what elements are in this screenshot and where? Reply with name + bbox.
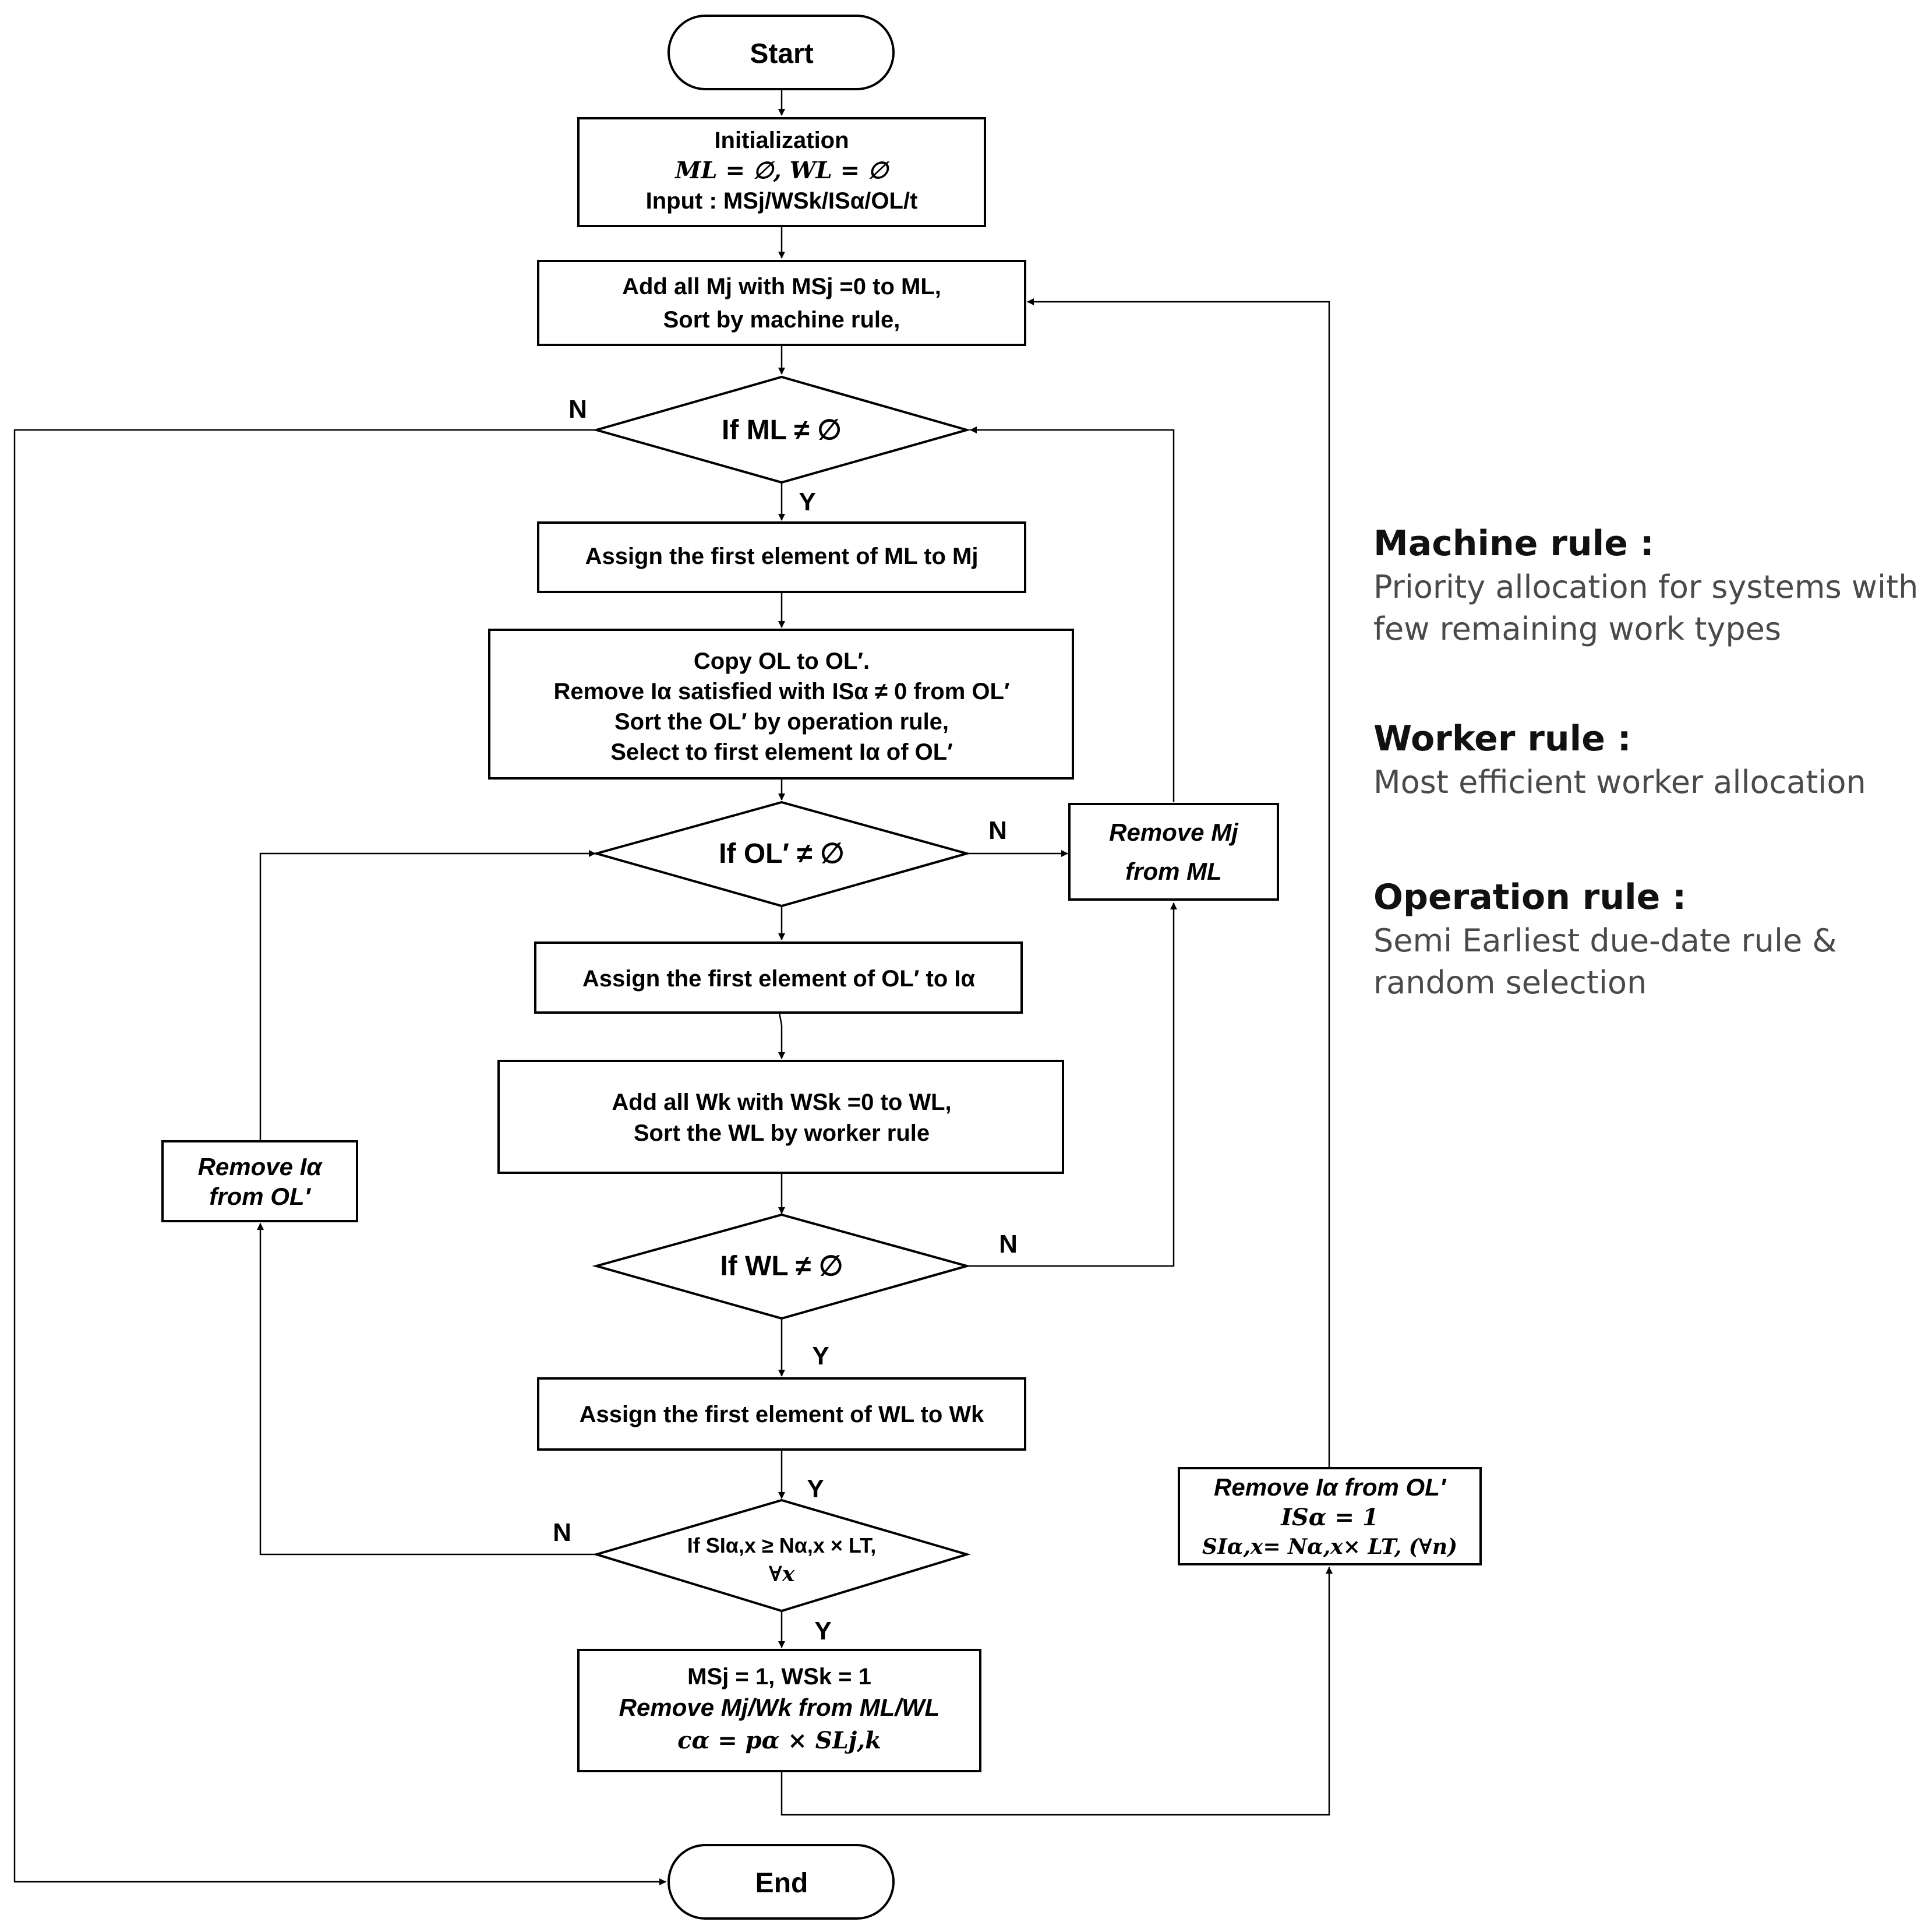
end-label: End — [755, 1868, 808, 1899]
copy-ol-line-1: Copy OL to OL′. — [694, 648, 870, 674]
start-label: Start — [750, 38, 813, 69]
if-wl-yes-label: Y — [812, 1342, 829, 1370]
update-operation-line-1: Remove Iα from OL′ — [1214, 1473, 1447, 1501]
remove-operation-line-1: Remove Iα — [198, 1153, 323, 1180]
add-machines-line-1: Add all Mj with MSj =0 to ML, — [622, 274, 941, 299]
remove-operation-box: Remove Iα from OL′ — [161, 1140, 358, 1222]
result-box: MSj = 1, WSk = 1 Remove Mj/Wk from ML/WL… — [577, 1649, 981, 1772]
legend-machine-title: Machine rule : — [1373, 523, 1654, 564]
add-workers-line-1: Add all Wk with WSk =0 to WL, — [612, 1089, 951, 1115]
assign-worker-label: Assign the first element of WL to Wk — [580, 1402, 985, 1427]
if-ol-decision: If OL′ ≠ ∅ — [592, 800, 972, 908]
copy-ol-line-3: Sort the OL′ by operation rule, — [614, 709, 949, 735]
if-skill-line-1: If SIα,x ≥ Nα,x × LT, — [687, 1533, 876, 1557]
init-line-2: ML = ∅, WL = ∅ — [674, 157, 890, 184]
legend-operation-rule: Operation rule : Semi Earliest due-date … — [1373, 877, 1927, 1004]
add-workers-box: Add all Wk with WSk =0 to WL, Sort the W… — [497, 1060, 1064, 1174]
if-wl-no-label: N — [999, 1230, 1018, 1258]
assign-operation-box: Assign the first element of OL′ to Iα — [534, 941, 1023, 1014]
if-skill-decision: If SIα,x ≥ Nα,x × LT, ∀x — [592, 1498, 971, 1613]
if-ml-decision: If ML ≠ ∅ — [592, 375, 972, 484]
update-operation-line-3: SIα,x= Nα,x× LT, (∀n) — [1202, 1535, 1457, 1559]
if-ol-no-label: N — [988, 816, 1007, 845]
result-line-2: Remove Mj/Wk from ML/WL — [619, 1694, 940, 1721]
legend-worker-rule: Worker rule : Most efficient worker allo… — [1373, 718, 1927, 803]
remove-machine-box: Remove Mj from ML — [1068, 803, 1279, 901]
initialization-box: Initialization ML = ∅, WL = ∅ Input : MS… — [577, 117, 986, 227]
result-line-3: cα = pα × SLj,k — [677, 1727, 881, 1754]
assign-operation-label: Assign the first element of OL′ to Iα — [582, 966, 976, 992]
result-line-1: MSj = 1, WSk = 1 — [687, 1664, 871, 1690]
copy-ol-line-2: Remove Iα satisfied with ISα ≠ 0 from OL… — [553, 679, 1009, 704]
edge-labels: N Y N N Y Y N Y — [553, 395, 1018, 1645]
legend-worker-desc: Most efficient worker allocation — [1373, 764, 1866, 800]
add-workers-line-2: Sort the WL by worker rule — [634, 1120, 930, 1146]
copy-ol-line-4: Select to first element Iα of OL′ — [610, 739, 953, 765]
assign-machine-label: Assign the first element of ML to Mj — [585, 544, 979, 569]
legend-machine-rule: Machine rule : Priority allocation for s… — [1373, 523, 1927, 650]
init-line-3: Input : MSj/WSk/ISα/OL/t — [646, 188, 918, 214]
add-machines-box: Add all Mj with MSj =0 to ML, Sort by ma… — [537, 260, 1026, 346]
if-ol-label: If OL′ ≠ ∅ — [719, 838, 845, 869]
legend-operation-title: Operation rule : — [1373, 877, 1687, 918]
copy-ol-box: Copy OL to OL′. Remove Iα satisfied with… — [488, 629, 1074, 780]
remove-operation-line-2: from OL′ — [209, 1183, 311, 1210]
if-ml-label: If ML ≠ ∅ — [722, 415, 842, 446]
update-operation-box: Remove Iα from OL′ ISα = 1 SIα,x= Nα,x× … — [1178, 1467, 1482, 1565]
if-ml-yes-label: Y — [799, 488, 815, 516]
if-skill-line-2: ∀x — [769, 1562, 795, 1586]
init-title: Initialization — [714, 128, 849, 153]
assign-worker-box: Assign the first element of WL to Wk — [537, 1377, 1026, 1451]
if-skill-no-label: N — [553, 1518, 571, 1547]
if-wl-label: If WL ≠ ∅ — [720, 1251, 843, 1282]
end-node: End — [667, 1844, 895, 1920]
legend-operation-desc: Semi Earliest due-date rule & random sel… — [1373, 922, 1837, 1001]
update-operation-line-2: ISα = 1 — [1280, 1504, 1379, 1531]
add-machines-line-2: Sort by machine rule, — [663, 307, 900, 333]
if-wl-decision: If WL ≠ ∅ — [592, 1213, 972, 1320]
if-skill-yes-label: Y — [814, 1617, 831, 1645]
legend-worker-title: Worker rule : — [1373, 718, 1631, 759]
assign-worker-yes-label: Y — [807, 1475, 824, 1503]
connectors — [13, 86, 1333, 1885]
remove-machine-line-2: from ML — [1125, 858, 1222, 885]
assign-machine-box: Assign the first element of ML to Mj — [537, 521, 1026, 593]
remove-machine-line-1: Remove Mj — [1109, 819, 1239, 846]
if-ml-no-label: N — [568, 395, 587, 424]
legend-machine-desc: Priority allocation for systems with few… — [1373, 569, 1919, 647]
start-node: Start — [667, 15, 895, 90]
